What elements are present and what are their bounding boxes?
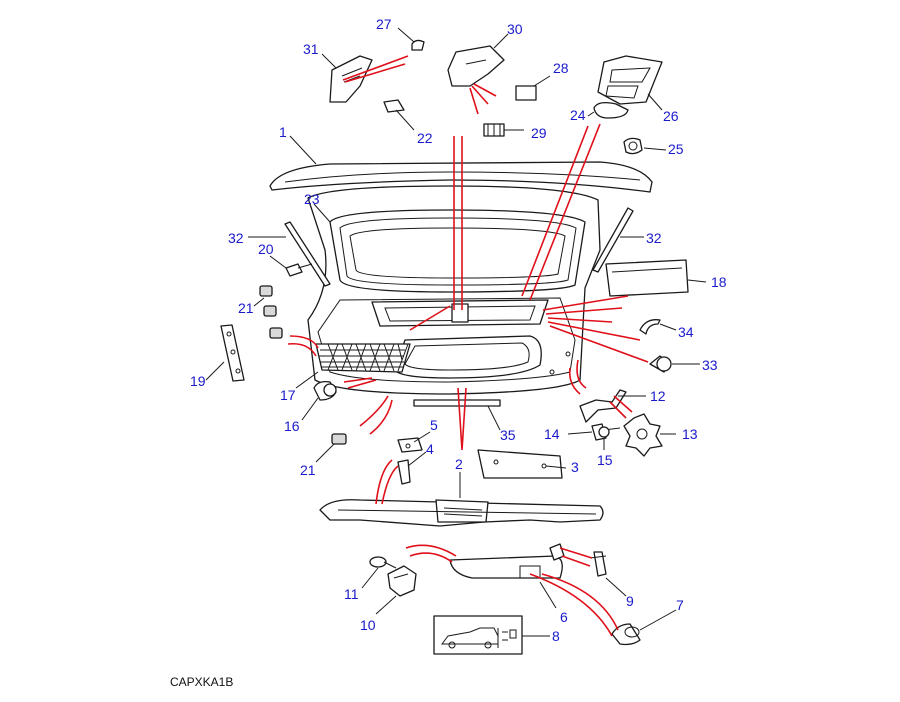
lamp-lens-24-part <box>593 102 629 119</box>
callout-12: 12 <box>650 388 666 404</box>
lamp-unit-10-part <box>387 565 417 597</box>
fitting-lines <box>287 55 649 637</box>
callout-9: 9 <box>626 593 634 609</box>
callout-26: 26 <box>663 108 679 124</box>
callout-2: 2 <box>455 456 463 472</box>
housing-30-part <box>447 45 505 87</box>
callout-7: 7 <box>676 597 684 613</box>
lamp-housing-26-part <box>597 55 663 105</box>
callout-22: 22 <box>417 130 433 146</box>
callout-16: 16 <box>284 418 300 434</box>
callout-34: 34 <box>678 324 694 340</box>
callout-8: 8 <box>552 628 560 644</box>
latch-bracket-5-part <box>397 437 423 453</box>
warning-label-8-part <box>433 615 523 655</box>
label-28-part <box>515 85 537 101</box>
side-trim-strip-right-part <box>592 207 634 273</box>
diagram-code: CAPXKA1B <box>170 675 233 689</box>
callout-33: 33 <box>702 357 718 373</box>
callout-15: 15 <box>597 452 613 468</box>
callout-20: 20 <box>258 241 274 257</box>
callout-30: 30 <box>507 21 523 37</box>
callout-27: 27 <box>376 16 392 32</box>
screw-20-part <box>285 263 313 277</box>
reflector-part <box>605 259 689 297</box>
screw-9-part <box>589 551 607 577</box>
callout-5: 5 <box>430 417 438 433</box>
callout-31: 31 <box>303 41 319 57</box>
housing-31-part <box>329 55 373 103</box>
callout-18: 18 <box>711 274 727 290</box>
spoiler-part <box>269 161 653 193</box>
pad-22-part <box>383 99 405 113</box>
callout-1: 1 <box>279 124 287 140</box>
clip-21-upper-part <box>259 285 283 339</box>
grommet-25-part <box>623 137 643 155</box>
callout-35: 35 <box>500 427 516 443</box>
bump-stop-16-part <box>313 380 337 401</box>
washer-15-part <box>598 426 610 438</box>
side-trim-strip-left-part <box>284 221 331 287</box>
callout-29: 29 <box>531 125 547 141</box>
callout-21-lower: 21 <box>300 462 316 478</box>
callout-6: 6 <box>560 609 568 625</box>
callout-32-right: 32 <box>646 230 662 246</box>
star-knob-13-part <box>623 413 663 457</box>
callout-14: 14 <box>544 426 560 442</box>
mesh-grille-part <box>315 343 411 373</box>
callout-28: 28 <box>553 60 569 76</box>
lower-moulding-2-part <box>319 499 604 527</box>
callout-numbers: 1 2 3 4 5 6 7 8 9 10 11 12 13 14 15 16 1… <box>190 16 727 644</box>
connector-29-part <box>483 123 505 137</box>
callout-17: 17 <box>280 387 296 403</box>
finisher-panel-3-part <box>477 449 563 479</box>
bracket-12-part <box>579 389 627 423</box>
callout-11: 11 <box>344 586 359 602</box>
callout-3: 3 <box>571 459 579 475</box>
lower-trim-strip-part <box>413 399 501 407</box>
callout-4: 4 <box>426 441 434 457</box>
callout-10: 10 <box>360 617 376 633</box>
callout-23: 23 <box>304 191 320 207</box>
callout-13: 13 <box>682 426 698 442</box>
rubber-buffer-33-part <box>649 355 672 373</box>
clip-21-lower-part <box>331 433 347 445</box>
screw-11-part <box>369 556 397 569</box>
seal-34-part <box>639 319 661 335</box>
callout-19: 19 <box>190 373 206 389</box>
callout-24: 24 <box>570 107 586 123</box>
hinge-strap-part <box>220 324 245 382</box>
callout-32-left: 32 <box>228 230 244 246</box>
cap-27-part <box>411 39 425 51</box>
callout-21-upper: 21 <box>238 300 254 316</box>
callout-25: 25 <box>668 141 684 157</box>
screw-4-part <box>397 459 411 485</box>
leader-lines <box>205 27 707 637</box>
